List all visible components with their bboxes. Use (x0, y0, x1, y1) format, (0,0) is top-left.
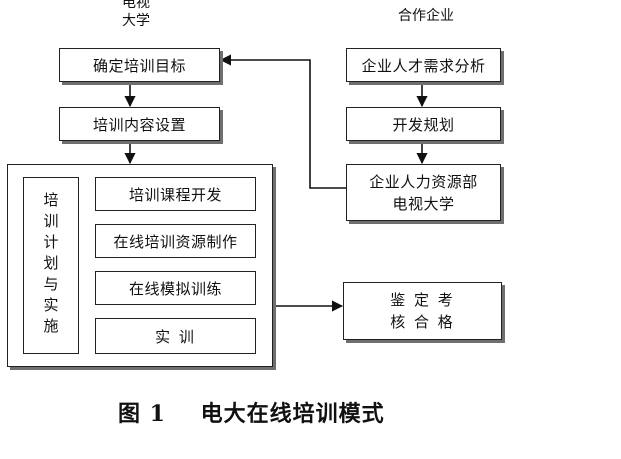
development-plan-box: 开发规划 (346, 107, 501, 141)
talent-analysis-box: 企业人才需求分析 (346, 48, 501, 82)
plan-item-resource-production: 在线培训资源制作 (95, 224, 256, 258)
content-box-label: 培训内容设置 (92, 115, 186, 134)
hr-line2: 电视大学 (392, 194, 455, 213)
development-plan-label: 开发规划 (392, 115, 455, 134)
plan-item-label: 培训课程开发 (128, 185, 222, 204)
plan-item-course-dev: 培训课程开发 (95, 177, 256, 211)
figure-caption: 图 1 电大在线培训模式 (118, 401, 385, 427)
goal-box-label: 确定培训目标 (92, 56, 186, 75)
plan-item-simulation-training: 在线模拟训练 (95, 271, 256, 305)
hr-line1: 企业人力资源部 (369, 172, 478, 191)
arrow-hr-to-goal (219, 54, 346, 189)
plan-item-label: 在线模拟训练 (128, 279, 222, 298)
talent-analysis-label: 企业人才需求分析 (361, 56, 486, 75)
assessment-line1: 鉴 定 考 (390, 291, 455, 309)
plan-side-label-box: 培训计划与实施 (23, 177, 79, 354)
plan-side-label: 培训计划与实施 (41, 192, 60, 339)
header-tv-university: 电视 大学 (122, 0, 150, 29)
assessment-line2: 核 合 格 (390, 313, 455, 331)
header-partner-enterprise: 合作企业 (398, 8, 454, 24)
plan-item-label: 在线培训资源制作 (113, 232, 238, 251)
content-box: 培训内容设置 (59, 107, 220, 141)
hr-department-box: 企业人力资源部 电视大学 (346, 164, 501, 221)
plan-item-label: 实 训 (155, 327, 196, 346)
plan-item-practical-training: 实 训 (95, 318, 256, 354)
assessment-box: 鉴 定 考 核 合 格 (343, 282, 502, 340)
goal-box: 确定培训目标 (59, 48, 220, 82)
